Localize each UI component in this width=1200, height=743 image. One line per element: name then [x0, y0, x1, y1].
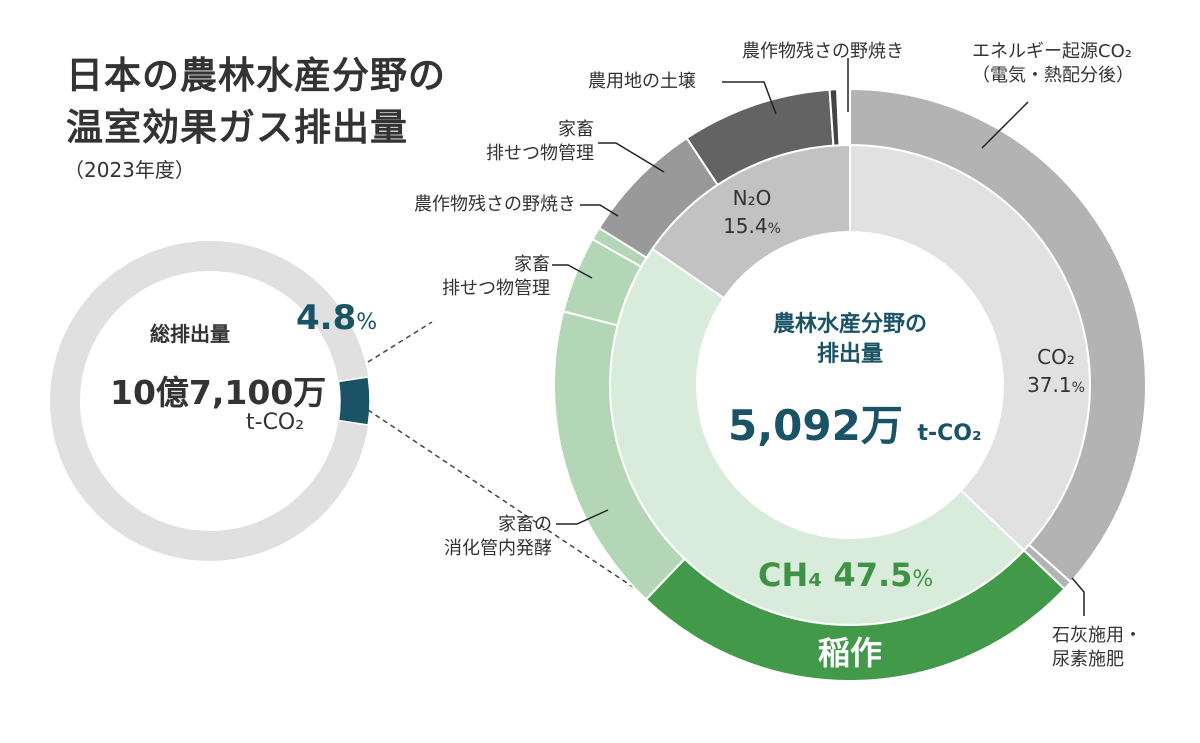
rice-label: 稲作	[817, 634, 882, 672]
label-manure-ch4: 家畜 排せつ物管理	[412, 253, 550, 301]
ch4-name: CH₄	[758, 556, 823, 594]
leader-enteric	[556, 509, 609, 525]
gas-label-ch4: CH₄ 47.5%	[758, 556, 933, 594]
share-value: 4.8	[296, 298, 357, 338]
n2o-value: 15.4	[723, 214, 768, 238]
zoom-connector-bottom	[367, 409, 643, 594]
label-residue-burning-left: 農作物残さの野焼き	[414, 194, 576, 215]
title-line-1: 日本の農林水産分野の	[66, 54, 446, 97]
center-unit: t-CO₂	[917, 421, 982, 446]
co2-value: 37.1	[1027, 373, 1072, 397]
co2-name: CO₂	[1037, 345, 1075, 369]
total-unit: t-CO₂	[246, 410, 305, 435]
label-soil: 農用地の土壌	[588, 71, 696, 92]
energy-line-2: （電気・熱配分後）	[972, 65, 1134, 86]
subtitle: （2023年度）	[64, 158, 195, 182]
label-enteric: 家畜の 消化管内発酵	[412, 513, 552, 561]
main-donut	[553, 87, 1147, 683]
page-title: 日本の農林水産分野の 温室効果ガス排出量	[66, 50, 446, 154]
center-title-line-2: 排出量	[816, 342, 883, 367]
leader-lime	[1071, 577, 1085, 616]
center-title-line-1: 農林水産分野の	[772, 312, 927, 337]
manure-ch4-line-1: 家畜	[514, 254, 550, 275]
total-label: 総排出量	[150, 322, 230, 346]
energy-line-1: エネルギー起源CO₂	[972, 41, 1132, 62]
outer-ring-segment	[828, 88, 841, 147]
n2o-name: N₂O	[732, 186, 772, 210]
leader-soil	[722, 81, 777, 115]
leader-lines	[552, 58, 1085, 616]
ch4-value: 47.5	[833, 556, 913, 594]
enteric-line-1: 家畜の	[498, 514, 552, 535]
label-energy-co2: エネルギー起源CO₂ （電気・熱配分後）	[972, 40, 1134, 88]
label-residue-burning-top: 農作物残さの野焼き	[742, 41, 904, 62]
lime-line-1: 石灰施用・	[1052, 625, 1142, 646]
leader-residue-left	[580, 204, 619, 217]
center-total: 5,092万 t-CO₂	[728, 392, 988, 453]
center-title: 農林水産分野の 排出量	[730, 310, 970, 370]
center-value: 5,092万	[728, 401, 903, 450]
manure-n2o-line-1: 家畜	[558, 119, 594, 140]
total-value: 10億7,100万	[110, 373, 327, 412]
label-manure-n2o: 家畜 排せつ物管理	[452, 118, 594, 166]
co2-unit: %	[1071, 380, 1085, 396]
gas-label-n2o: N₂O 15.4%	[712, 184, 792, 243]
manure-n2o-line-2: 排せつ物管理	[486, 143, 594, 164]
outer-ring-segment	[849, 87, 1147, 584]
enteric-line-2: 消化管内発酵	[444, 538, 552, 559]
manure-ch4-line-2: 排せつ物管理	[442, 278, 550, 299]
label-lime-urea: 石灰施用・ 尿素施肥	[1052, 624, 1142, 672]
leader-manure-n2o	[598, 142, 665, 173]
lime-line-2: 尿素施肥	[1052, 649, 1124, 670]
total-donut	[50, 241, 371, 561]
leader-energy	[981, 101, 1029, 149]
title-line-2: 温室効果ガス排出量	[66, 106, 408, 149]
n2o-unit: %	[767, 221, 781, 237]
share-percentage: 4.8%	[296, 298, 377, 338]
ch4-unit: %	[912, 567, 934, 592]
zoom-connector-top	[367, 321, 433, 363]
gas-label-co2: CO₂ 37.1%	[1006, 343, 1106, 402]
leader-manure-ch4	[552, 264, 593, 279]
agriculture-share-segment	[337, 376, 371, 426]
share-unit: %	[356, 310, 378, 335]
